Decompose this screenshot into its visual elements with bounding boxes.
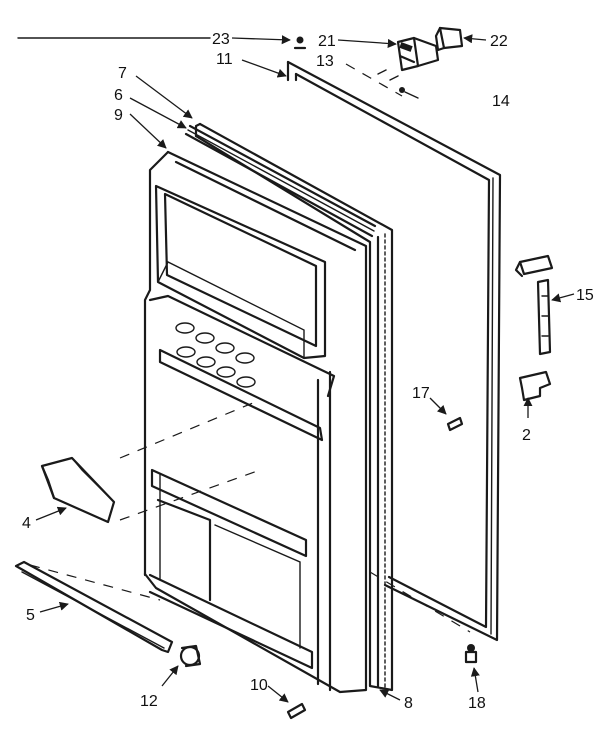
- callout-11: 11: [216, 51, 233, 68]
- hinge-bracket: [536, 278, 552, 356]
- callout-22: 22: [490, 33, 508, 50]
- handle-bracket: [396, 36, 440, 72]
- door-pin: [446, 416, 464, 432]
- outer-door-panel: [286, 60, 502, 642]
- hinge-cover: [514, 254, 554, 278]
- callout-14: 14: [492, 93, 510, 110]
- callout-9: 9: [114, 107, 123, 124]
- callout-18: 18: [468, 695, 486, 712]
- callout-23: 23: [212, 31, 230, 48]
- callout-12: 12: [140, 693, 158, 710]
- leader-lines: [35, 34, 575, 703]
- callout-10: 10: [250, 677, 268, 694]
- callout-21: 21: [318, 33, 336, 50]
- callout-2: 2: [522, 427, 531, 444]
- door-gasket: [194, 122, 394, 692]
- door-screw: [286, 702, 307, 720]
- callout-15: 15: [576, 287, 594, 304]
- door-rail: [14, 560, 174, 654]
- callout-5: 5: [26, 607, 35, 624]
- assembly-guide-lines: [29, 63, 471, 633]
- handle-screws: [293, 36, 419, 99]
- bottom-hinge-pin: [464, 644, 478, 664]
- inner-door-liner: [143, 150, 368, 694]
- callout-13: 13: [316, 53, 334, 70]
- callout-7: 7: [118, 65, 127, 82]
- shelf-retainer-bar: [40, 456, 116, 524]
- door-stop: [518, 370, 552, 402]
- cam-roller: [179, 644, 202, 668]
- door-trim-strips: [184, 124, 377, 238]
- callout-6: 6: [114, 87, 123, 104]
- handle-cover: [434, 26, 464, 52]
- callout-8: 8: [404, 695, 413, 712]
- callout-17: 17: [412, 385, 430, 402]
- callout-4: 4: [22, 515, 31, 532]
